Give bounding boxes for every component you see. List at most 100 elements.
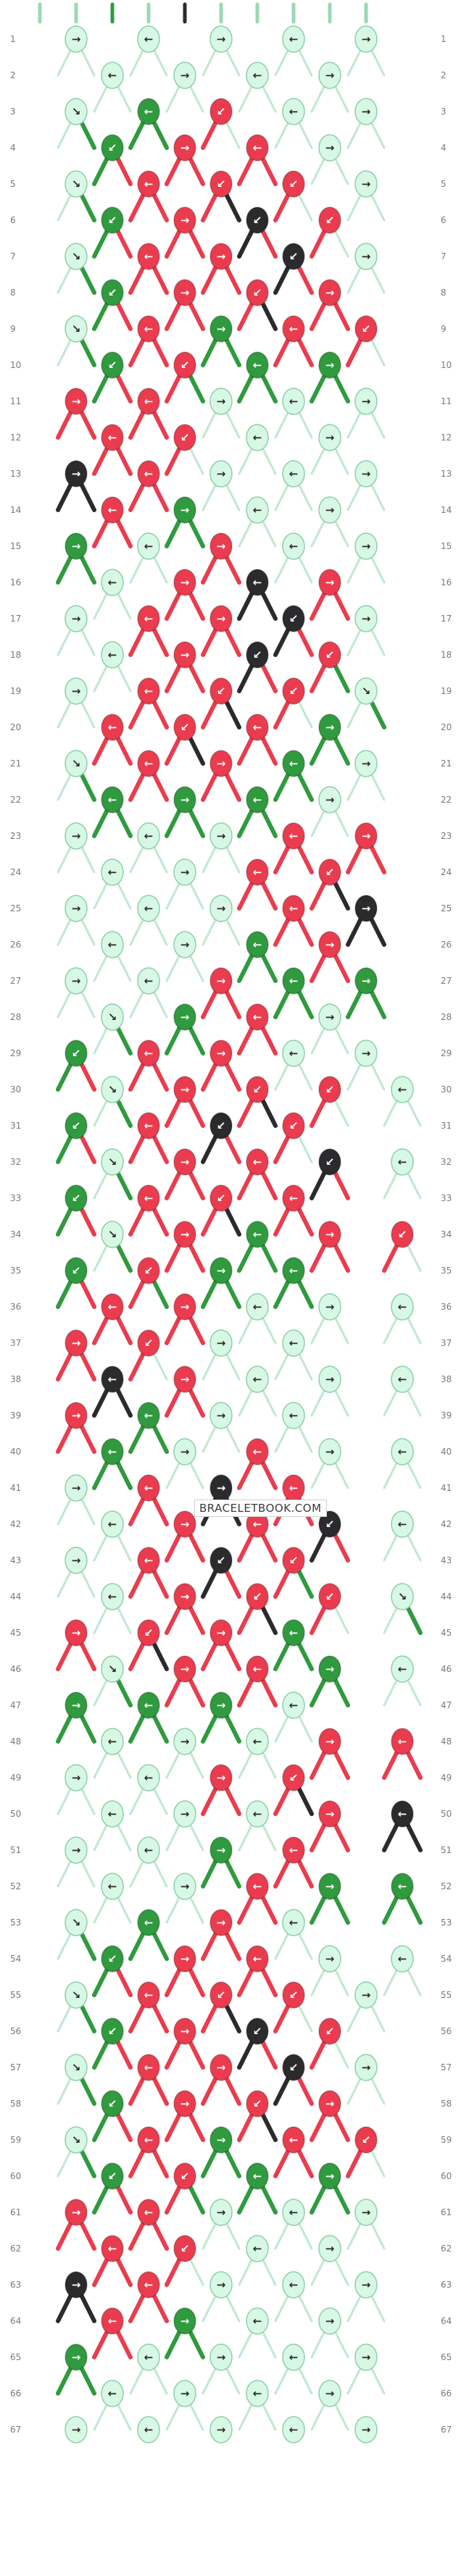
knot[interactable] xyxy=(101,62,124,89)
knot[interactable] xyxy=(101,134,124,162)
knot[interactable] xyxy=(282,605,305,632)
knot[interactable] xyxy=(354,967,378,995)
knot[interactable] xyxy=(391,1800,414,1828)
knot[interactable] xyxy=(101,1366,124,1393)
knot[interactable] xyxy=(65,460,88,488)
knot[interactable] xyxy=(318,569,341,596)
knot[interactable] xyxy=(65,1112,88,1139)
knot[interactable] xyxy=(173,1148,196,1176)
knot[interactable] xyxy=(101,206,124,234)
knot[interactable] xyxy=(282,750,305,777)
knot[interactable] xyxy=(173,786,196,814)
knot[interactable] xyxy=(246,786,269,814)
knot[interactable] xyxy=(137,1909,160,1936)
knot[interactable] xyxy=(137,2054,160,2081)
knot[interactable] xyxy=(137,243,160,270)
knot[interactable] xyxy=(246,1583,269,1610)
knot[interactable] xyxy=(101,351,124,379)
knot[interactable] xyxy=(137,1257,160,1284)
knot[interactable] xyxy=(209,1981,233,2009)
knot[interactable] xyxy=(282,315,305,343)
knot[interactable] xyxy=(246,2162,269,2190)
knot[interactable] xyxy=(354,243,378,270)
knot[interactable] xyxy=(137,315,160,343)
knot[interactable] xyxy=(209,460,233,488)
knot[interactable] xyxy=(318,206,341,234)
knot[interactable] xyxy=(282,2054,305,2081)
knot[interactable] xyxy=(101,1293,124,1321)
knot[interactable] xyxy=(209,1112,233,1139)
knot[interactable] xyxy=(137,1112,160,1139)
knot[interactable] xyxy=(137,605,160,632)
knot[interactable] xyxy=(318,62,341,89)
knot[interactable] xyxy=(246,714,269,741)
knot[interactable] xyxy=(246,1438,269,1465)
knot[interactable] xyxy=(137,1402,160,1429)
knot[interactable] xyxy=(101,2307,124,2335)
knot[interactable] xyxy=(137,2199,160,2226)
knot[interactable] xyxy=(173,62,196,89)
knot[interactable] xyxy=(354,2199,378,2226)
knot[interactable] xyxy=(318,714,341,741)
knot[interactable] xyxy=(282,1909,305,1936)
knot[interactable] xyxy=(318,2162,341,2190)
knot[interactable] xyxy=(137,2126,160,2154)
knot[interactable] xyxy=(209,895,233,922)
knot[interactable] xyxy=(173,2380,196,2407)
knot[interactable] xyxy=(173,1003,196,1031)
knot[interactable] xyxy=(65,1547,88,1574)
knot[interactable] xyxy=(318,1510,341,1538)
knot[interactable] xyxy=(137,967,160,995)
knot[interactable] xyxy=(173,206,196,234)
knot[interactable] xyxy=(282,532,305,560)
knot[interactable] xyxy=(246,931,269,958)
knot[interactable] xyxy=(209,243,233,270)
knot[interactable] xyxy=(173,1800,196,1828)
knot[interactable] xyxy=(209,170,233,198)
knot[interactable] xyxy=(354,2126,378,2154)
knot[interactable] xyxy=(246,2380,269,2407)
knot[interactable] xyxy=(209,1402,233,1429)
knot[interactable] xyxy=(209,532,233,560)
knot[interactable] xyxy=(209,388,233,415)
knot[interactable] xyxy=(65,1619,88,1647)
knot[interactable] xyxy=(318,1293,341,1321)
knot[interactable] xyxy=(282,243,305,270)
knot[interactable] xyxy=(246,496,269,524)
knot[interactable] xyxy=(354,822,378,850)
knot[interactable] xyxy=(282,1329,305,1357)
knot[interactable] xyxy=(282,388,305,415)
knot[interactable] xyxy=(318,2235,341,2262)
knot[interactable] xyxy=(354,895,378,922)
knot[interactable] xyxy=(318,1076,341,1103)
knot[interactable] xyxy=(282,2343,305,2371)
knot[interactable] xyxy=(137,895,160,922)
knot[interactable] xyxy=(137,750,160,777)
knot[interactable] xyxy=(354,315,378,343)
knot[interactable] xyxy=(137,2343,160,2371)
knot[interactable] xyxy=(209,2271,233,2299)
knot[interactable] xyxy=(318,2307,341,2335)
knot[interactable] xyxy=(173,1583,196,1610)
knot[interactable] xyxy=(173,714,196,741)
knot[interactable] xyxy=(101,1438,124,1465)
knot[interactable] xyxy=(65,388,88,415)
knot[interactable] xyxy=(282,1547,305,1574)
knot[interactable] xyxy=(391,1873,414,1900)
knot[interactable] xyxy=(173,1728,196,1755)
knot[interactable] xyxy=(137,388,160,415)
knot[interactable] xyxy=(137,1474,160,1502)
knot[interactable] xyxy=(246,1076,269,1103)
knot[interactable] xyxy=(282,1040,305,1067)
knot[interactable] xyxy=(282,25,305,53)
knot[interactable] xyxy=(318,1221,341,1248)
knot[interactable] xyxy=(137,1619,160,1647)
knot[interactable] xyxy=(391,1655,414,1683)
knot[interactable] xyxy=(282,822,305,850)
knot[interactable] xyxy=(391,1148,414,1176)
knot[interactable] xyxy=(65,1040,88,1067)
knot[interactable] xyxy=(137,2416,160,2443)
knot[interactable] xyxy=(65,25,88,53)
knot[interactable] xyxy=(282,2199,305,2226)
knot[interactable] xyxy=(318,1438,341,1465)
